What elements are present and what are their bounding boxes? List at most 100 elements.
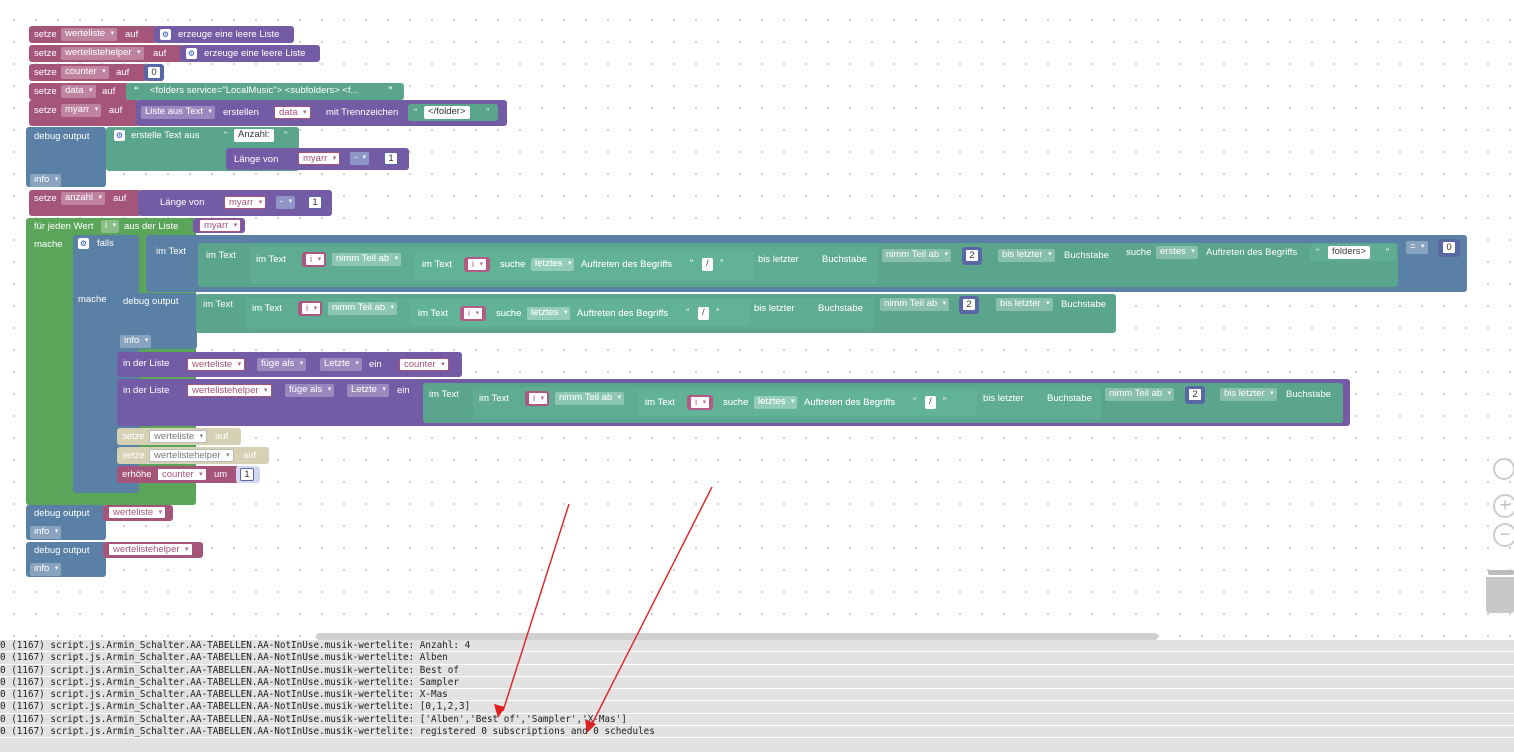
number-field[interactable]: 2 bbox=[965, 249, 979, 262]
substring-mode-dropdown[interactable]: nimm Teil ab bbox=[332, 253, 402, 266]
list-insert-block[interactable]: in der Liste werteliste füge als Letzte … bbox=[117, 352, 462, 377]
variable-block[interactable]: i bbox=[687, 395, 713, 410]
variable-dropdown[interactable]: i bbox=[101, 220, 120, 233]
set-data-block[interactable]: setze data auf bbox=[29, 83, 129, 100]
log-level-dropdown[interactable]: info bbox=[120, 335, 152, 348]
variable-block[interactable]: i bbox=[302, 252, 326, 267]
set-werteliste-block-disabled[interactable]: setze werteliste auf bbox=[117, 428, 241, 445]
trash-icon[interactable] bbox=[1486, 570, 1514, 614]
number-field[interactable]: 2 bbox=[962, 298, 976, 311]
insert-mode-dropdown[interactable]: füge als bbox=[285, 384, 335, 397]
variable-dropdown[interactable]: wertelistehelper bbox=[61, 47, 144, 60]
length-of-block[interactable]: Länge von myarr - 1 bbox=[226, 148, 409, 170]
variable-dropdown[interactable]: myarr bbox=[224, 196, 267, 209]
debug-output-block[interactable]: debug output info bbox=[117, 293, 197, 349]
variable-dropdown[interactable]: wertelistehelper bbox=[149, 449, 234, 462]
text-block[interactable]: “ </folder> ” bbox=[408, 104, 498, 121]
text-block[interactable]: “ / ” bbox=[680, 304, 740, 322]
variable-dropdown[interactable]: anzahl bbox=[61, 192, 105, 205]
text-field[interactable]: folders> bbox=[1328, 246, 1371, 259]
variable-dropdown[interactable]: data bbox=[274, 106, 311, 119]
variable-block[interactable]: i bbox=[460, 306, 486, 321]
position-dropdown[interactable]: Letzte bbox=[347, 384, 389, 397]
text-field[interactable]: </folder> bbox=[424, 106, 470, 119]
gear-icon[interactable]: ⚙ bbox=[114, 130, 125, 141]
substring-end-dropdown[interactable]: bis letzter bbox=[996, 298, 1053, 311]
number-block[interactable]: 2 bbox=[959, 296, 979, 314]
variable-dropdown[interactable]: counter bbox=[157, 468, 207, 481]
substring-mode-dropdown[interactable]: nimm Teil ab bbox=[882, 249, 952, 262]
number-field[interactable]: 1 bbox=[240, 468, 254, 481]
variable-dropdown[interactable]: myarr bbox=[199, 219, 242, 232]
text-block[interactable]: “ folders> ” bbox=[1310, 244, 1396, 261]
text-index-block[interactable]: im Text i suche letztes Auftreten des Be… bbox=[637, 389, 977, 416]
create-empty-list-block[interactable]: ⚙ erzeuge eine leere Liste bbox=[154, 26, 294, 43]
operator-dropdown[interactable]: - bbox=[276, 196, 296, 209]
variable-dropdown[interactable]: data bbox=[61, 85, 96, 98]
variable-dropdown[interactable]: werteliste bbox=[187, 358, 246, 371]
zoom-out-icon[interactable]: − bbox=[1493, 523, 1514, 547]
position-dropdown[interactable]: Letzte bbox=[320, 358, 362, 371]
number-block[interactable]: 2 bbox=[1185, 386, 1205, 404]
substring-mode-dropdown[interactable]: nimm Teil ab bbox=[328, 302, 398, 315]
substring-end-dropdown[interactable]: bis letzter bbox=[1220, 388, 1277, 401]
variable-dropdown[interactable]: i bbox=[463, 307, 484, 320]
list-mode-dropdown[interactable]: Liste aus Text bbox=[141, 106, 215, 119]
number-block[interactable]: 0 bbox=[144, 64, 164, 81]
substring-end-dropdown[interactable]: bis letzter bbox=[998, 249, 1055, 262]
debug-output-block[interactable]: debug output info bbox=[26, 127, 106, 187]
set-wertelistehelper-block[interactable]: setze wertelistehelper auf bbox=[29, 45, 183, 62]
gear-icon[interactable]: ⚙ bbox=[160, 29, 171, 40]
text-field[interactable]: / bbox=[925, 396, 936, 409]
set-anzahl-block[interactable]: setze anzahl auf bbox=[29, 190, 141, 216]
number-field[interactable]: 2 bbox=[1188, 388, 1202, 401]
increase-counter-block[interactable]: erhöhe counter um bbox=[117, 466, 239, 483]
variable-dropdown[interactable]: counter bbox=[61, 66, 109, 79]
debug-output-block[interactable]: debug output info bbox=[26, 505, 106, 540]
number-field[interactable]: 0 bbox=[147, 66, 161, 79]
occurrence-dropdown[interactable]: letztes bbox=[527, 307, 571, 320]
occurrence-dropdown[interactable]: letztes bbox=[531, 258, 575, 271]
variable-dropdown[interactable]: i bbox=[305, 253, 326, 266]
log-level-dropdown[interactable]: info bbox=[30, 526, 62, 539]
text-block[interactable]: “ / ” bbox=[684, 255, 744, 273]
variable-block[interactable]: i bbox=[298, 301, 322, 316]
create-empty-list-block[interactable]: ⚙ erzeuge eine leere Liste bbox=[180, 45, 320, 62]
length-of-block[interactable]: Länge von myarr - 1 bbox=[138, 190, 332, 216]
text-field[interactable]: <folders service="LocalMusic"> <subfolde… bbox=[150, 85, 359, 96]
log-level-dropdown[interactable]: info bbox=[30, 174, 62, 187]
occurrence-dropdown[interactable]: erstes bbox=[1156, 246, 1198, 259]
variable-dropdown[interactable]: wertelistehelper bbox=[108, 543, 193, 556]
set-werteliste-block[interactable]: setze werteliste auf bbox=[29, 26, 157, 43]
text-field[interactable]: / bbox=[698, 307, 709, 320]
set-myarr-block[interactable]: setze myarr auf bbox=[29, 100, 139, 126]
gear-icon[interactable]: ⚙ bbox=[78, 238, 89, 249]
variable-dropdown[interactable]: myarr bbox=[298, 152, 341, 165]
variable-block[interactable]: i bbox=[464, 257, 490, 272]
variable-dropdown[interactable]: werteliste bbox=[108, 506, 167, 519]
variable-dropdown[interactable]: werteliste bbox=[149, 430, 208, 443]
variable-dropdown[interactable]: i bbox=[690, 396, 711, 409]
horizontal-scrollbar[interactable] bbox=[316, 633, 1158, 640]
text-field[interactable]: / bbox=[702, 258, 713, 271]
substring-mode-dropdown[interactable]: nimm Teil ab bbox=[555, 392, 625, 405]
variable-dropdown[interactable]: wertelistehelper bbox=[187, 384, 272, 397]
list-from-text-block[interactable]: Liste aus Text erstellen data mit Trennz… bbox=[136, 100, 507, 126]
set-counter-block[interactable]: setze counter auf bbox=[29, 64, 147, 81]
variable-dropdown[interactable]: myarr bbox=[61, 104, 102, 117]
variable-dropdown[interactable]: counter bbox=[399, 358, 449, 371]
list-variable-block[interactable]: myarr bbox=[193, 218, 245, 233]
variable-dropdown[interactable]: i bbox=[301, 302, 322, 315]
substring-mode-dropdown[interactable]: nimm Teil ab bbox=[1105, 388, 1175, 401]
number-block[interactable]: 1 bbox=[236, 466, 260, 483]
text-field[interactable]: Anzahl: bbox=[234, 129, 274, 142]
text-block[interactable]: “ <folders service="LocalMusic"> <subfol… bbox=[126, 83, 404, 100]
variable-block[interactable]: wertelistehelper bbox=[103, 542, 203, 558]
variable-block[interactable]: i bbox=[525, 391, 549, 406]
text-block[interactable]: “ / ” bbox=[907, 393, 967, 411]
number-field[interactable]: 1 bbox=[384, 152, 398, 165]
operator-dropdown[interactable]: = bbox=[1406, 241, 1428, 254]
number-block[interactable]: 0 bbox=[1438, 239, 1460, 257]
target-icon[interactable] bbox=[1493, 458, 1514, 480]
variable-dropdown[interactable]: i bbox=[528, 392, 549, 405]
